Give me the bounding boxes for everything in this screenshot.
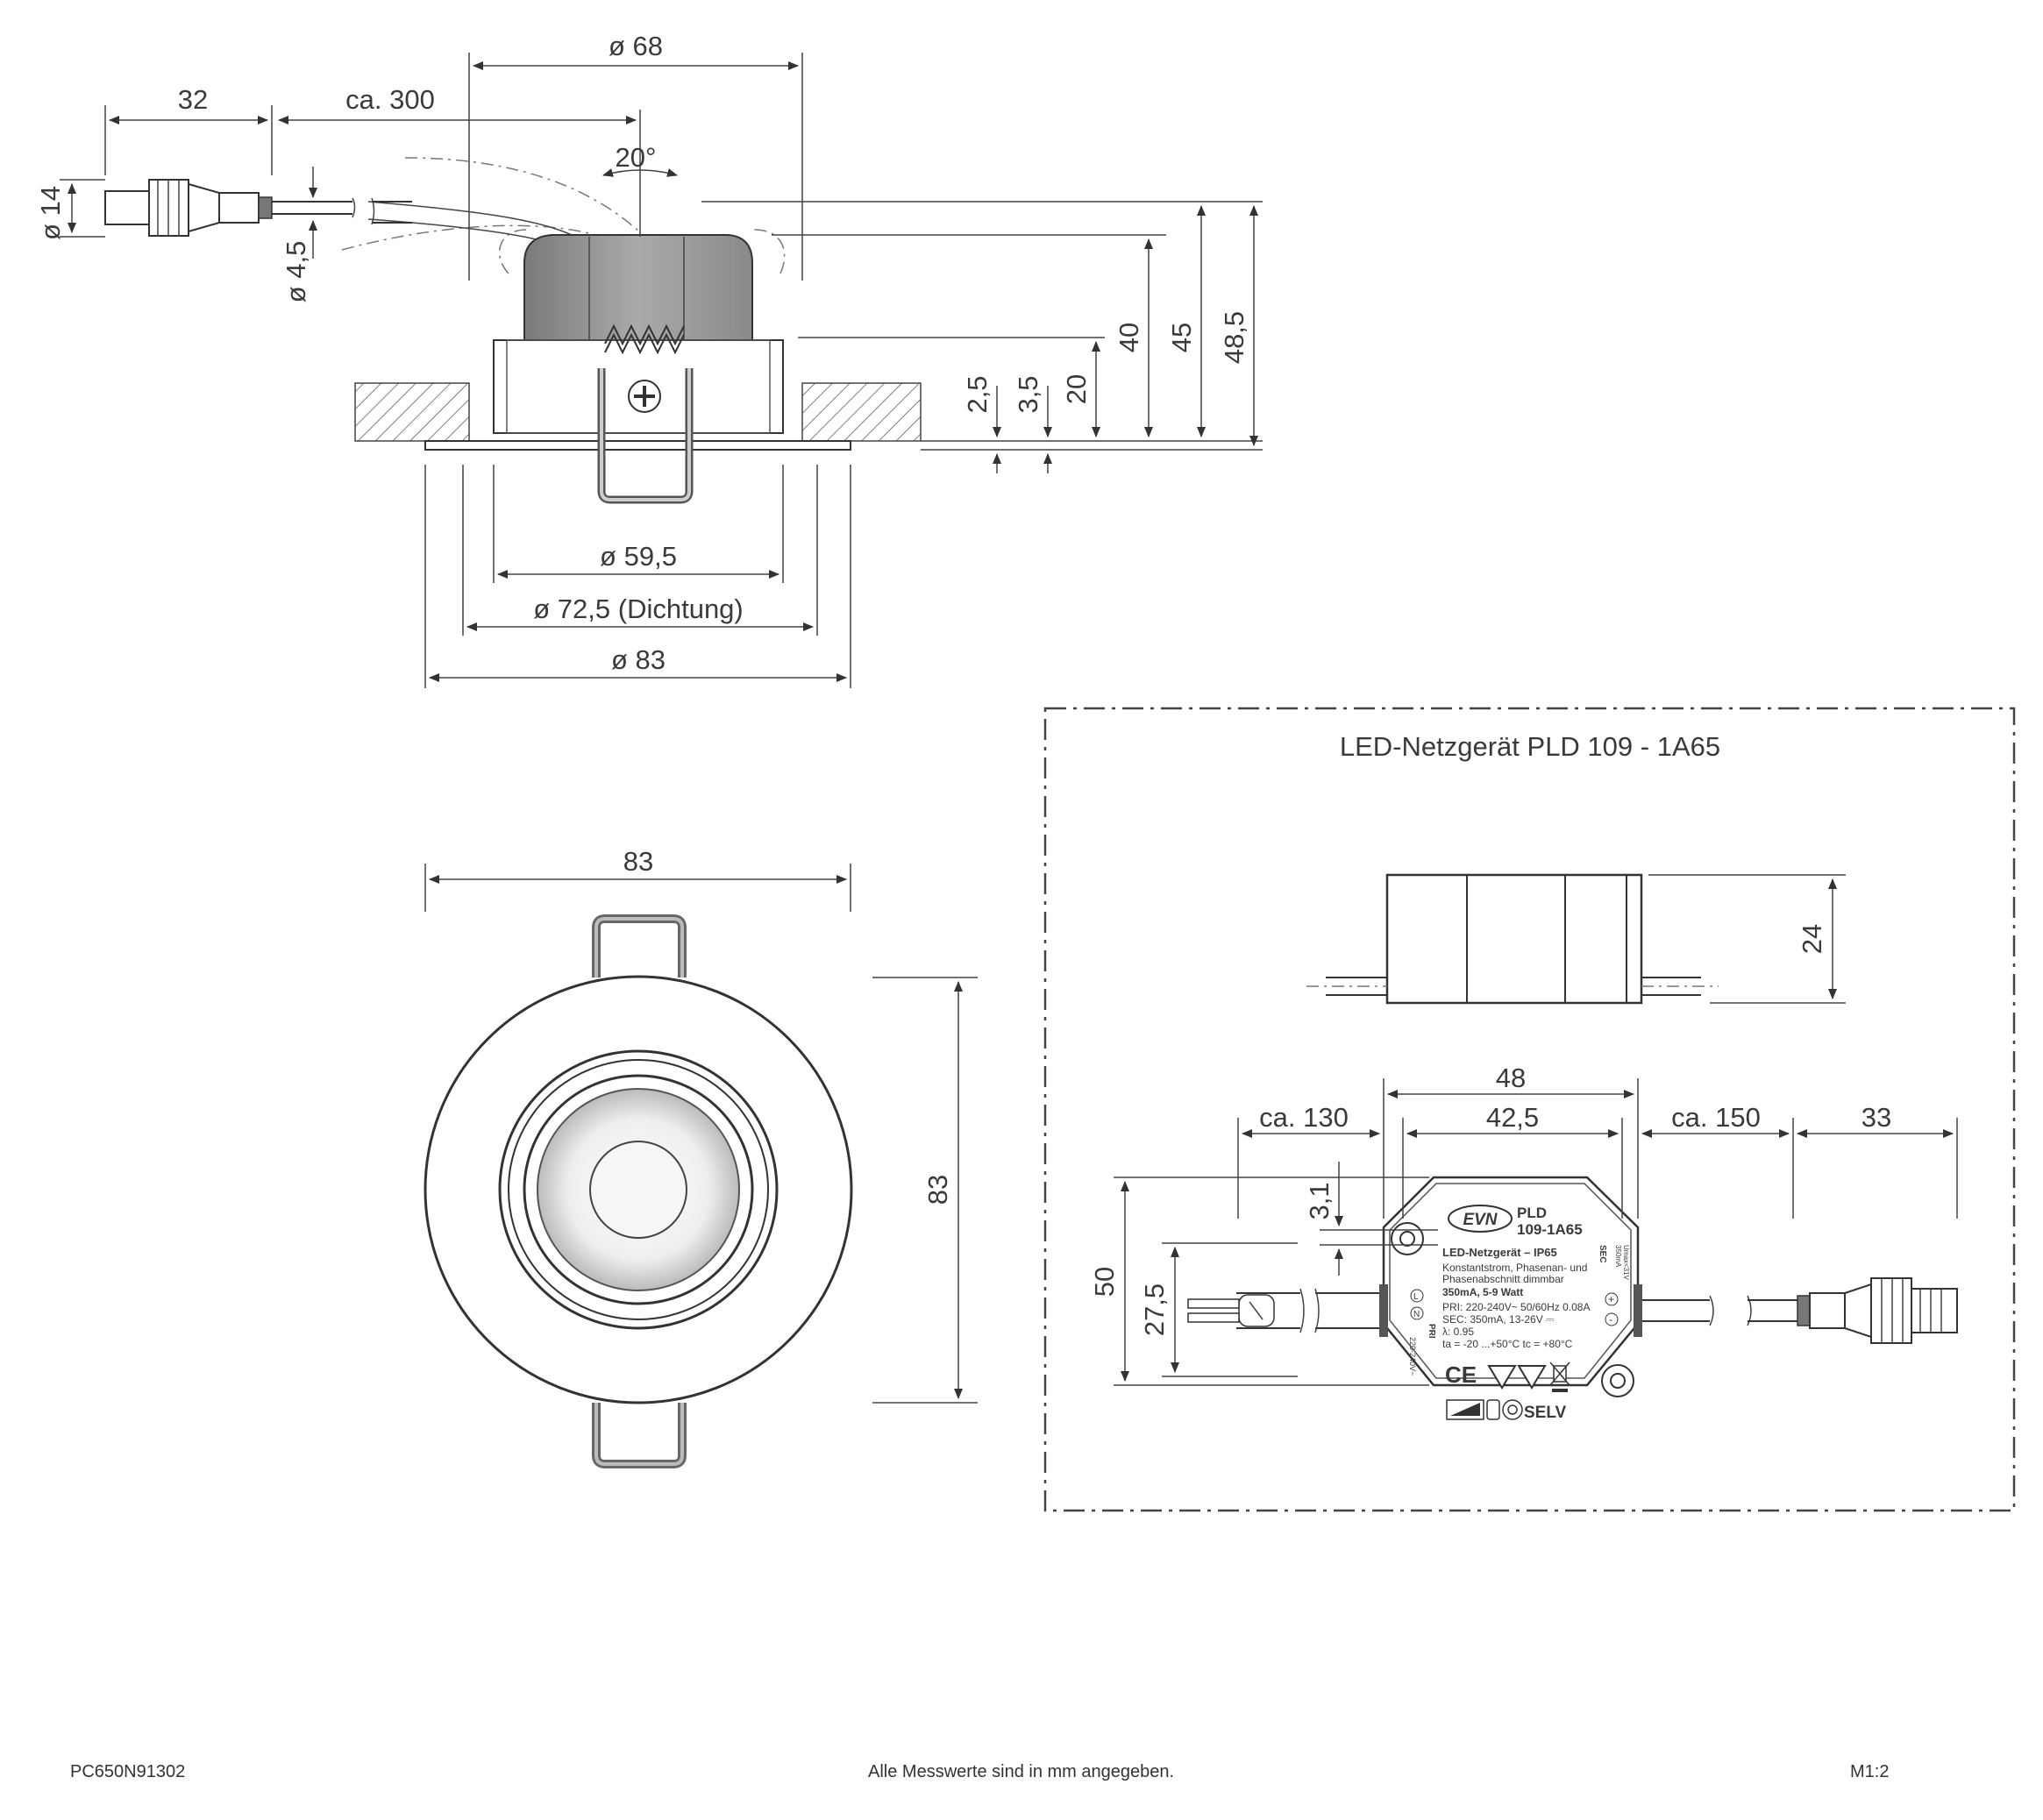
label-48-5: 48,5: [1219, 311, 1249, 364]
selv-circle-icon: [1502, 1399, 1523, 1420]
label-line-6: λ: 0.95: [1442, 1326, 1474, 1338]
led-core: [589, 1141, 687, 1239]
sec-value-1: 350mA: [1614, 1245, 1622, 1268]
driver-side-view: 24: [1306, 873, 1846, 1005]
label-ca-150: ca. 150: [1671, 1102, 1761, 1133]
label-ca-300: ca. 300: [345, 84, 435, 115]
model-line-2: 109-1A65: [1517, 1221, 1583, 1238]
units-note: Alle Messwerte sind in mm angegeben.: [868, 1762, 1175, 1781]
sec-value-2: Umax<31V: [1622, 1245, 1630, 1280]
brand-text: EVN: [1463, 1211, 1498, 1229]
label-42-5: 42,5: [1486, 1102, 1539, 1133]
terminal-plus: +: [1608, 1293, 1614, 1305]
label-angle-20: 20°: [616, 142, 657, 173]
driver-panel: LED-Netzgerät PLD 109 - 1A65 24: [1043, 707, 2016, 1512]
class-icon: [1486, 1399, 1500, 1420]
evn-logo: [1448, 1205, 1513, 1233]
label-line-2: Phasenabschnitt dimmbar: [1442, 1273, 1564, 1285]
label-40: 40: [1114, 323, 1144, 352]
plug-connector: [104, 179, 412, 237]
label-ca-130: ca. 130: [1259, 1102, 1349, 1133]
top-clip: [592, 914, 687, 978]
label-line-4: PRI: 220-240V~ 50/60Hz 0.08A: [1442, 1301, 1590, 1313]
terminal-minus: -: [1609, 1313, 1612, 1326]
label-dia-59-5: ø 59,5: [600, 541, 677, 572]
drawing-code: PC650N91302: [70, 1762, 186, 1781]
mm-mark-icon: [1487, 1365, 1547, 1390]
driver-title: LED-Netzgerät PLD 109 - 1A65: [1340, 731, 1720, 762]
pri-tag: PRI: [1427, 1324, 1436, 1339]
ce-mark-icon: CE: [1445, 1361, 1477, 1388]
driver-frame: [1043, 707, 2016, 1512]
label-27-5: 27,5: [1139, 1283, 1170, 1336]
label-45: 45: [1166, 323, 1197, 352]
label-dia-4-5: ø 4,5: [281, 241, 311, 303]
label-dia-68: ø 68: [609, 31, 663, 61]
label-3-1: 3,1: [1304, 1182, 1335, 1219]
label-32: 32: [178, 84, 208, 115]
scale-label: M1:2: [1850, 1762, 1890, 1781]
terminal-l: L: [1413, 1292, 1419, 1302]
label-line-1: Konstantstrom, Phasenan- und: [1442, 1262, 1587, 1274]
weee-bin-icon: [1549, 1361, 1570, 1392]
label-dia-72-5: ø 72,5 (Dichtung): [533, 594, 744, 624]
model-line-1: PLD: [1517, 1205, 1547, 1221]
label-33: 33: [1861, 1102, 1891, 1133]
selv-mark: SELV: [1524, 1404, 1567, 1422]
driver-top-view: EVN PLD 109-1A65 LED-Netzgerät – IP65 Ko…: [1089, 1063, 1958, 1422]
label-24: 24: [1797, 924, 1827, 954]
driver-label: EVN PLD 109-1A65 LED-Netzgerät – IP65 Ko…: [1408, 1205, 1630, 1422]
flange: [424, 440, 851, 451]
sec-tag: SEC: [1598, 1245, 1607, 1263]
label-line-5: SEC: 350mA, 13-26V ⎓: [1442, 1313, 1555, 1326]
pri-voltage: 220-240V~: [1408, 1337, 1417, 1376]
heatsink: [523, 234, 753, 343]
top-view: 83 83: [424, 846, 978, 1468]
label-3-5: 3,5: [1013, 375, 1043, 413]
label-line-3: 350mA, 5-9 Watt: [1442, 1286, 1523, 1298]
label-50: 50: [1089, 1267, 1120, 1297]
ceiling-left: [354, 382, 470, 442]
label-line-7: ta = -20 ...+50°C tc = +80°C: [1442, 1338, 1573, 1350]
label-dia-14: ø 14: [35, 186, 66, 240]
label-top-83-height: 83: [922, 1175, 953, 1205]
ceiling-right: [801, 382, 922, 442]
label-dia-83: ø 83: [611, 644, 666, 675]
bottom-clip: [592, 1403, 687, 1468]
label-top-83-width: 83: [623, 846, 653, 877]
label-headline: LED-Netzgerät – IP65: [1442, 1246, 1557, 1259]
label-20: 20: [1061, 374, 1092, 404]
label-48: 48: [1496, 1063, 1526, 1093]
label-2-5: 2,5: [962, 375, 993, 413]
terminal-n: N: [1413, 1310, 1420, 1319]
side-view: ø 68 32 ca. 300 20° ø 14 ø 4,5 2,5 3,5 2…: [35, 31, 1263, 688]
